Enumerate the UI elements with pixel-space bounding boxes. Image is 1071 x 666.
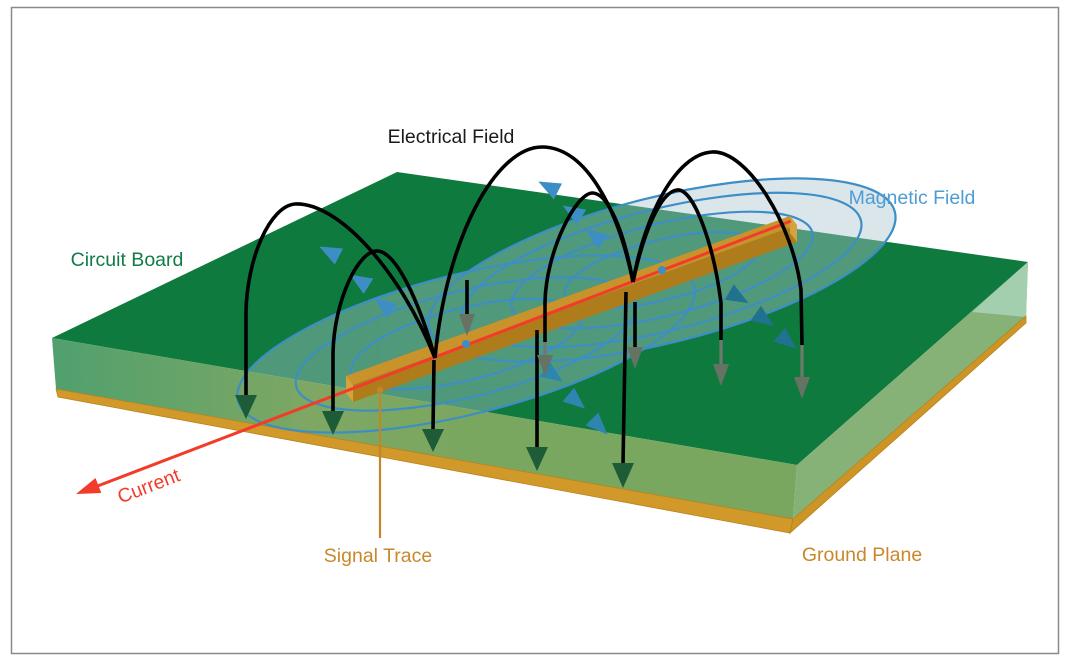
ground-plane-right-edge bbox=[789, 315, 1027, 535]
trace-front-face bbox=[353, 225, 797, 402]
trace-top-face bbox=[346, 216, 797, 385]
efield-surface-arrow-stems bbox=[543, 340, 804, 379]
ring-center-dot bbox=[658, 266, 666, 274]
board-corner-face bbox=[972, 262, 1028, 317]
board-front-left-face bbox=[52, 338, 797, 519]
signal-trace bbox=[346, 216, 797, 402]
label-electrical-field: Electrical Field bbox=[388, 126, 515, 148]
figure-border bbox=[10, 6, 1060, 655]
efield-ground-arrowheads bbox=[235, 395, 634, 488]
ring-center-dot bbox=[462, 340, 470, 348]
electrical-field-arcs bbox=[244, 145, 804, 466]
label-circuit-board: Circuit Board bbox=[71, 249, 184, 271]
signal-trace-leader bbox=[376, 386, 384, 538]
current-arrow bbox=[76, 219, 792, 494]
magnetic-field-arrows bbox=[319, 181, 797, 435]
trace-right-cap bbox=[790, 216, 797, 242]
label-ground-plane: Ground Plane bbox=[802, 544, 922, 566]
label-signal-trace: Signal Trace bbox=[324, 545, 432, 567]
label-magnetic-field: Magnetic Field bbox=[849, 187, 976, 209]
efield-surface-arrowheads bbox=[459, 314, 810, 399]
current-arrowhead bbox=[76, 478, 102, 494]
board-front-right-face bbox=[793, 262, 1028, 519]
